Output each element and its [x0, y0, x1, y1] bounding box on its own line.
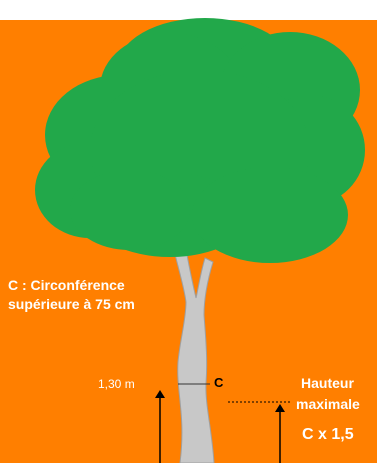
circumference-label-line2: supérieure à 75 cm	[8, 296, 135, 312]
measure-height-label: 1,30 m	[98, 377, 135, 391]
max-height-label-line1: Hauteur	[301, 375, 354, 391]
circumference-marker-label: C	[214, 375, 223, 390]
max-height-label-line2: maximale	[296, 396, 360, 412]
max-height-formula: C x 1,5	[302, 426, 354, 444]
circumference-label-line1: C : Circonférence	[8, 277, 125, 293]
